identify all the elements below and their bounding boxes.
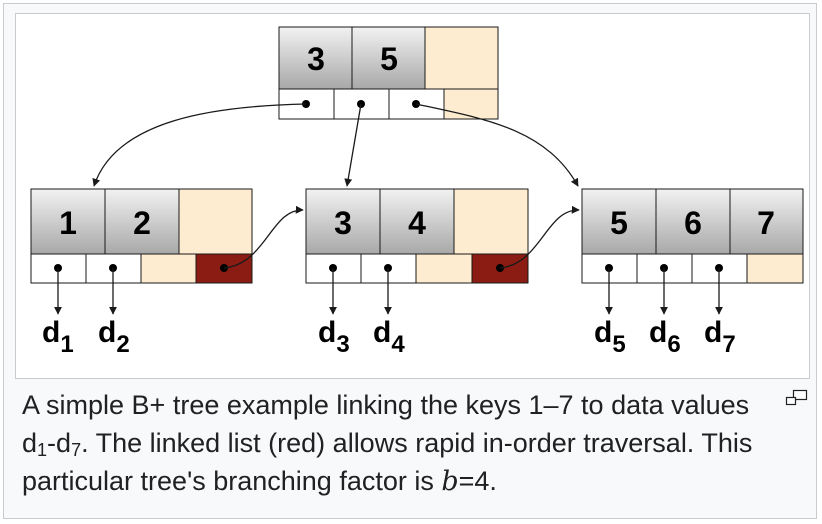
caption-math-variable: b [441,466,459,497]
leaf1-key-1: 1 [59,205,77,241]
root-key-cell-3 [424,26,499,90]
caption-text: A simple B+ tree example linking the key… [22,390,750,458]
arrow-leaf1-to-leaf2 [223,205,304,269]
leaf3-key-3: 7 [757,205,775,241]
leaf2-key-cell-1 [305,188,381,255]
arrow-root-to-leaf1 [92,103,307,187]
arrow-root-to-leaf3 [415,103,579,187]
root-key-1: 3 [307,41,325,77]
caption-text: =4. [458,466,497,496]
data-pointer-arrows [54,268,723,315]
data-label-d5: d5 [594,316,626,358]
leaf3-key-cell-3 [729,188,804,255]
caption-subscript: 1 [37,440,48,460]
data-label-d6: d6 [649,316,681,358]
data-label-d7: d7 [704,316,736,358]
data-labels: d1 d2 d3 d4 d5 d6 d7 [42,316,736,358]
root-key-cell-2 [351,26,426,90]
leaf-node-2: 3 4 [305,188,529,284]
leaf2-key-1: 3 [334,205,352,241]
leaf1-key-cell-1 [30,188,106,255]
btree-diagram[interactable]: 3 5 1 2 [15,13,810,379]
data-label-d3: d3 [318,316,350,358]
leaf1-key-cell-2 [104,188,180,255]
root-key-2: 5 [380,41,398,77]
caption-text: -d [47,428,72,458]
leaf3-key-cell-2 [655,188,731,255]
leaf-link-arrows [223,205,580,269]
root-node: 3 5 [278,26,499,120]
arrow-root-to-leaf2 [344,103,362,187]
leaf3-key-1: 5 [610,205,628,241]
leaf1-key-2: 2 [133,205,151,241]
arrow-leaf2-to-leaf3 [499,205,580,269]
leaf3-pointer-4 [746,253,804,284]
leaf2-pointer-3 [415,253,473,284]
caption-subscript: 7 [71,440,82,460]
leaf1-pointer-3 [140,253,197,284]
magnify-clip-icon[interactable] [785,389,809,409]
data-label-d4: d4 [373,316,405,358]
caption-text: . The linked list (red) allows rapid in-… [22,428,753,496]
leaf3-key-2: 6 [684,205,702,241]
leaf2-key-2: 4 [408,205,426,241]
data-label-d1: d1 [42,316,74,358]
data-label-d2: d2 [98,316,130,358]
thumbnail-frame: 3 5 1 2 [3,3,817,519]
leaf2-key-cell-2 [379,188,455,255]
root-key-cell-1 [278,26,353,90]
leaf1-key-cell-3 [178,188,253,255]
leaf2-key-cell-3 [453,188,529,255]
btree-svg: 3 5 1 2 [30,26,804,358]
root-pointer-4 [443,88,499,120]
leaf-node-3: 5 6 7 [581,188,804,284]
leaf-node-1: 1 2 [30,188,253,284]
root-child-arrows [92,103,579,187]
figure-caption: A simple B+ tree example linking the key… [22,386,782,501]
